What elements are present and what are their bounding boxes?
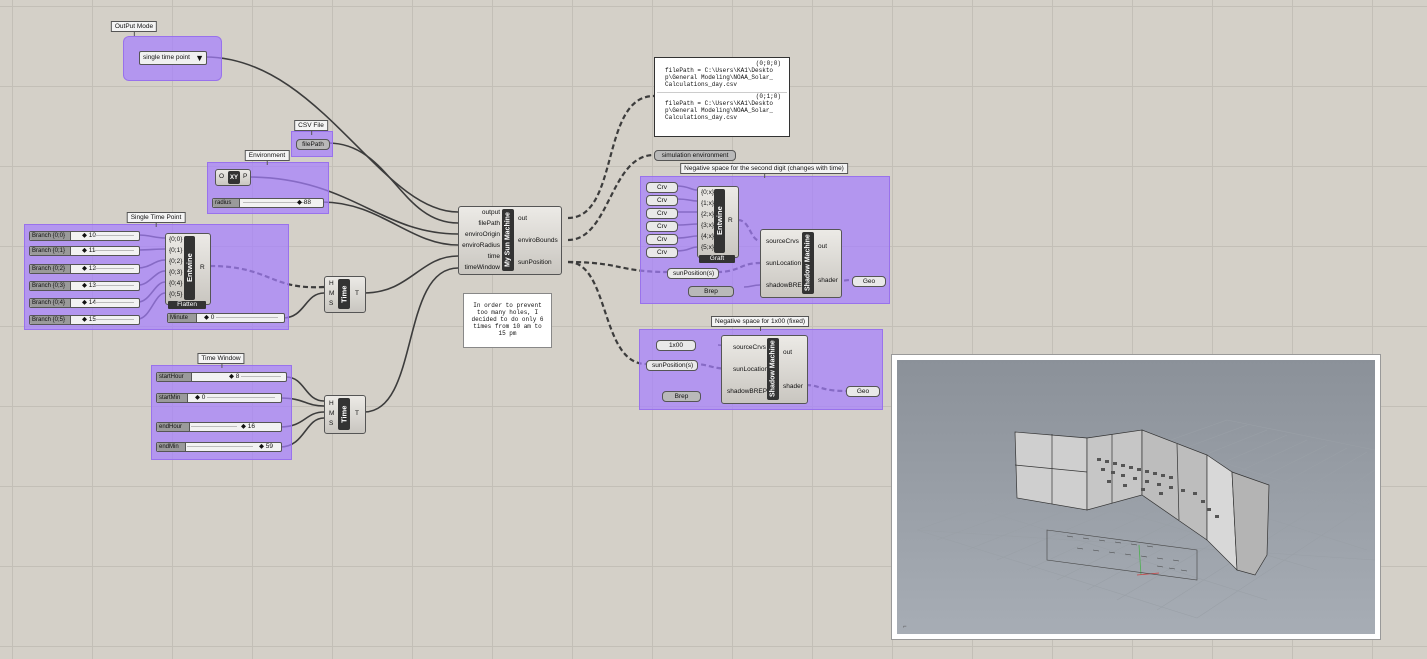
radius-slider-label: radius — [213, 199, 240, 207]
branch-slider-3[interactable]: Branch {0;3} ◆ 13 — [29, 281, 140, 291]
simulation-environment-param[interactable]: simulation environment — [654, 150, 736, 161]
sun-position-param-1[interactable]: sunPosition(s) — [667, 268, 719, 279]
graft-badge: Graft — [699, 255, 735, 263]
start-min-slider[interactable]: startMin ◆ 0 — [156, 393, 282, 403]
wire-mode-output — [204, 56, 459, 213]
note-panel[interactable]: In order to prevent too many holes, I de… — [463, 293, 552, 348]
wire-time2 — [363, 267, 459, 413]
viewport-scene: ⌐ — [897, 360, 1375, 634]
group-label-neg-space-1x00: Negative space for 1x00 (fixed) — [711, 316, 809, 331]
group-label-csv-file: CSV File — [294, 120, 328, 135]
group-label-time-window: Time Window — [197, 353, 245, 368]
time-component-2[interactable]: H M S Time T — [324, 395, 366, 434]
branch-slider-0[interactable]: Branch {0;0} ◆ 10 — [29, 231, 140, 241]
sun-position-param-2[interactable]: sunPosition(s) — [646, 360, 698, 371]
value-list-output-mode[interactable]: single time point ▼ — [139, 51, 207, 65]
geo-param-2[interactable]: Geo — [846, 386, 880, 397]
branch-slider-4[interactable]: Branch {0;4} ◆ 14 — [29, 298, 140, 308]
filepath-param[interactable]: filePath — [296, 139, 330, 150]
value-list-text: single time point — [143, 54, 190, 61]
entwine-title: Entwine — [184, 236, 195, 300]
group-label-single-time-point: Single Time Point — [126, 212, 186, 227]
start-hour-slider[interactable]: startHour ◆ 8 — [156, 372, 287, 382]
sun-machine-title: My Sun Machine — [502, 209, 514, 271]
axis-widget: ⌐ — [903, 624, 907, 630]
construct-point-component[interactable]: O XY P — [215, 169, 251, 186]
radius-slider-value: ◆ 88 — [297, 199, 312, 206]
brep-param-1[interactable]: Brep — [688, 286, 734, 297]
output-panel[interactable]: (0;0;0) filePath = C:\Users\KA1\Desktop\… — [654, 57, 790, 137]
branch-slider-2[interactable]: Branch {0;2} ◆ 12 — [29, 264, 140, 274]
time-component-1[interactable]: H M S Time T — [324, 276, 366, 313]
geo-param-1[interactable]: Geo — [852, 276, 886, 287]
point-title: XY — [228, 171, 240, 184]
entwine-component-1[interactable]: {0;0} {0;1} {0;2} {0;3} {0;4} {0;5} Entw… — [165, 233, 211, 305]
entwine-component-2[interactable]: {0;x} {1;x} {2;x} {3;x} {4;x} {5;x} Entw… — [697, 186, 739, 258]
sun-machine-component[interactable]: output filePath enviroOrigin enviroRadiu… — [458, 206, 562, 275]
group-label-environment: Environment — [244, 150, 290, 165]
shadow-holes — [1097, 458, 1219, 518]
group-label-output-mode: OutPut Mode — [110, 21, 158, 36]
flatten-badge: Flatten — [168, 301, 206, 309]
entwine-output[interactable]: R — [200, 264, 205, 271]
point-input-o[interactable]: O — [219, 173, 225, 180]
radius-slider[interactable]: radius ◆ 88 — [212, 198, 324, 208]
rhino-viewport[interactable]: ⌐ — [891, 354, 1381, 640]
point-output-p[interactable]: P — [243, 173, 248, 180]
wall-geometry — [1014, 429, 1270, 576]
source-1x00-param[interactable]: 1x00 — [656, 340, 696, 351]
group-label-neg-space-second: Negative space for the second digit (cha… — [680, 163, 848, 178]
wire-filepath — [327, 142, 459, 224]
end-min-slider[interactable]: endMin ◆ 59 — [156, 442, 282, 452]
shadow-machine-component-1[interactable]: sourceCrvs sunLocation shadowBREP Shadow… — [760, 229, 842, 298]
dropdown-arrow-icon[interactable]: ▼ — [195, 53, 204, 63]
brep-param-2[interactable]: Brep — [662, 391, 701, 402]
wire-time1 — [363, 255, 459, 294]
branch-slider-5[interactable]: Branch {0;5} ◆ 15 — [29, 315, 140, 325]
end-hour-slider[interactable]: endHour ◆ 16 — [156, 422, 282, 432]
shadow-projection — [1046, 529, 1198, 581]
shadow-machine-component-2[interactable]: sourceCrvs sunLocation shadowBREP Shadow… — [721, 335, 808, 404]
wire-radius — [321, 201, 459, 246]
minute-slider[interactable]: Minute ◆ 0 — [167, 313, 285, 323]
group-single-time-point — [24, 224, 289, 330]
branch-slider-1[interactable]: Branch {0;1} ◆ 11 — [29, 246, 140, 256]
